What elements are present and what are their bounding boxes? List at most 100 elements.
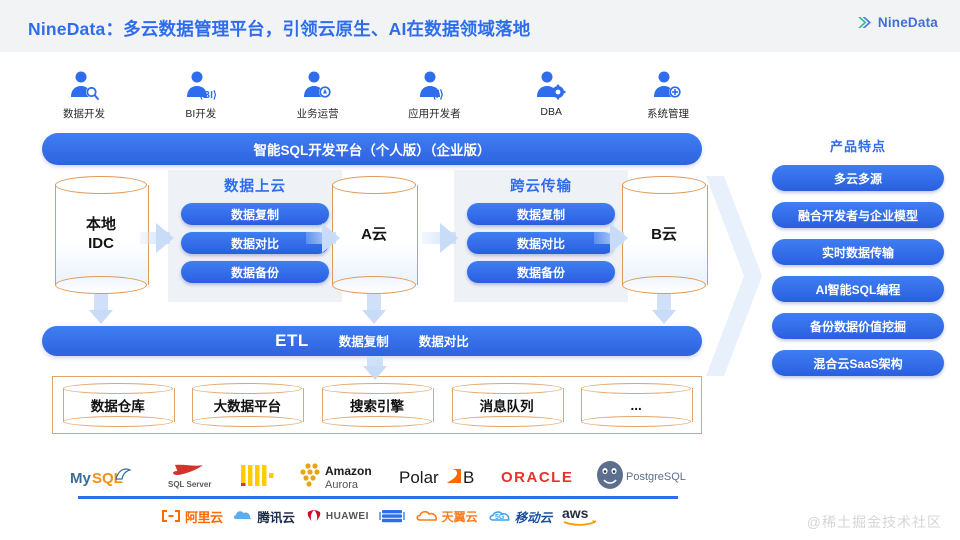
- storage-more[interactable]: ...: [581, 383, 694, 427]
- brand-logo: NineData: [856, 14, 938, 31]
- storage-targets-box: 数据仓库 大数据平台 搜索引擎 消: [52, 376, 702, 434]
- svg-text:SQL: SQL: [92, 470, 123, 487]
- etl-item-replication: 数据复制: [338, 335, 389, 349]
- feature-label: 混合云SaaS架构: [813, 356, 903, 371]
- etl-bar[interactable]: ETL 数据复制 数据对比: [42, 326, 702, 356]
- feature-multi-cloud[interactable]: 多云多源: [772, 165, 944, 191]
- cylinder-bottom: [62, 416, 173, 427]
- persona-system-admin: 系统管理: [620, 70, 716, 121]
- down-arrow-shaft: [657, 294, 671, 312]
- persona-label: 业务运营: [296, 108, 339, 120]
- storage-data-warehouse[interactable]: 数据仓库: [62, 383, 175, 427]
- feature-realtime-transfer[interactable]: 实时数据传输: [772, 239, 944, 265]
- logo-divider: [78, 496, 678, 499]
- pill-data-replication[interactable]: 数据复制: [181, 203, 329, 225]
- pill-data-comparison[interactable]: 数据对比: [181, 232, 329, 254]
- postgresql-logo: PostgreSQL: [594, 459, 690, 493]
- tencent-cloud-logo: 腾讯云: [232, 503, 295, 529]
- cylinder-top: [332, 176, 416, 194]
- feature-label: 多云多源: [833, 171, 882, 186]
- user-search-icon: [67, 70, 101, 102]
- user-ops-icon: [301, 70, 335, 102]
- cylinder-body: [55, 185, 149, 285]
- panel-to-features-arrow-icon: [706, 176, 762, 376]
- cylinder-top: [62, 383, 173, 394]
- group-title: 跨云传输: [510, 179, 572, 195]
- features-title: 产品特点: [829, 139, 886, 154]
- pill-label: 数据对比: [516, 236, 565, 251]
- mysql-logo: My SQL: [70, 459, 146, 493]
- pill-data-comparison[interactable]: 数据对比: [467, 232, 615, 254]
- huawei-logo: HUAWEI: [305, 503, 369, 529]
- down-arrow-shaft: [367, 356, 383, 368]
- sql-platform-label: 智能SQL开发平台（个人版）（企业版）: [253, 143, 491, 158]
- storage-bigdata-platform[interactable]: 大数据平台: [192, 383, 305, 427]
- flow-arrow-head: [440, 223, 458, 253]
- etl-bar-inner: ETL 数据复制 数据对比: [275, 331, 469, 351]
- cylinder-label: 本地 IDC: [55, 176, 147, 294]
- cylinder-bottom: [581, 416, 692, 427]
- pill-label: 数据复制: [516, 207, 565, 222]
- cylinder-top: [622, 176, 706, 194]
- svg-text:SQL Server: SQL Server: [168, 480, 211, 489]
- feature-label: 融合开发者与企业模型: [797, 208, 918, 223]
- persona-data-dev: 数据开发: [36, 70, 132, 121]
- down-arrow-head: [362, 310, 386, 324]
- page-title: NineData：多云数据管理平台，引领云原生、AI在数据领域落地: [28, 19, 531, 39]
- cylinder-label-line1: 本地: [85, 216, 116, 234]
- aliyun-logo: 阿里云: [160, 503, 223, 529]
- tencent-label: 腾讯云: [257, 510, 295, 525]
- cylinder-label-line2: IDC: [88, 235, 114, 252]
- pill-data-backup[interactable]: 数据备份: [467, 261, 615, 283]
- persona-label: DBA: [540, 106, 562, 118]
- oracle-logo: ORACLE: [501, 459, 581, 493]
- svg-text:⟨/⟩: ⟨/⟩: [432, 89, 444, 101]
- ninedata-chevron-icon: [856, 14, 873, 31]
- persona-label: 数据开发: [63, 108, 105, 120]
- cylinder-top: [192, 383, 303, 394]
- user-gear-icon: [534, 70, 568, 102]
- storage-search-engine[interactable]: 搜索引擎: [321, 383, 434, 427]
- group-title: 数据上云: [224, 179, 286, 195]
- cylinder-local-idc: 本地 IDC: [55, 176, 149, 294]
- feature-hybrid-saas[interactable]: 混合云SaaS架构: [772, 350, 944, 376]
- architecture-panel: 智能SQL开发平台（个人版）（企业版） 本地 IDC: [22, 128, 726, 440]
- pill-data-replication[interactable]: 数据复制: [467, 203, 615, 225]
- svg-text:Amazon: Amazon: [325, 464, 372, 478]
- feature-backup-value[interactable]: 备份数据价值挖掘: [772, 313, 944, 339]
- down-arrow-shaft: [367, 294, 381, 312]
- cloud-logo-row: 阿里云 腾讯云 HUAWEI: [160, 501, 600, 531]
- svg-text:Polar: Polar: [399, 468, 439, 487]
- cylinder-top: [55, 176, 147, 194]
- cylinder-bottom: [55, 276, 147, 294]
- cylinder-body: [622, 185, 708, 285]
- pill-label: 数据复制: [230, 207, 279, 222]
- ctyun-label: 天翼云: [441, 509, 478, 524]
- feature-dev-enterprise-model[interactable]: 融合开发者与企业模型: [772, 202, 944, 228]
- persona-business-ops: 业务运营: [270, 70, 366, 121]
- cylinder-cloud-a: A云: [332, 176, 418, 294]
- polardb-logo: Polar B: [399, 459, 487, 493]
- storage-targets-row: 数据仓库 大数据平台 搜索引擎 消: [53, 377, 701, 433]
- storage-message-queue[interactable]: 消息队列: [451, 383, 564, 427]
- down-arrow-head: [89, 310, 113, 324]
- svg-text:Aurora: Aurora: [325, 479, 359, 491]
- user-code-icon: ⟨/⟩: [417, 70, 451, 102]
- watermark: @稀土掘金技术社区: [806, 514, 942, 530]
- persona-bi-dev: ⟨BI⟩ BI开发: [153, 70, 249, 121]
- cylinder-bottom: [332, 276, 416, 294]
- sql-platform-bar[interactable]: 智能SQL开发平台（个人版）（企业版）: [42, 133, 702, 165]
- aliyun-label: 阿里云: [185, 509, 223, 525]
- pill-data-backup[interactable]: 数据备份: [181, 261, 329, 283]
- cylinder-top: [451, 383, 562, 394]
- cylinder-cloud-b: B云: [622, 176, 708, 294]
- feature-ai-sql[interactable]: AI智能SQL编程: [772, 276, 944, 302]
- persona-label: BI开发: [185, 108, 217, 120]
- svg-text:My: My: [70, 470, 91, 487]
- slide-header: [0, 0, 960, 52]
- cylinder-top: [321, 383, 432, 394]
- storage-label: 消息队列: [479, 399, 534, 414]
- aws-logo: aws: [562, 503, 600, 529]
- down-arrow-head: [363, 366, 387, 380]
